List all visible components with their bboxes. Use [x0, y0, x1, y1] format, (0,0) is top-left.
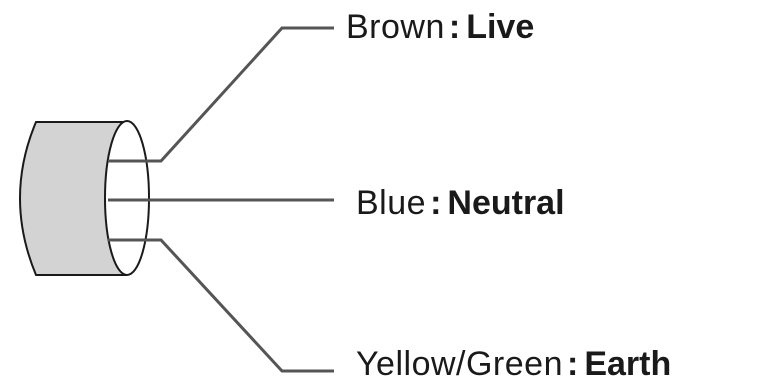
label-earth: Yellow/Green:Earth	[356, 347, 671, 381]
wire-colour-brown: Brown	[346, 8, 445, 46]
cable-end-face	[104, 120, 150, 276]
separator: :	[566, 345, 579, 383]
label-neutral: Blue:Neutral	[356, 186, 565, 220]
leader-line-earth	[108, 238, 334, 373]
separator: :	[430, 184, 442, 222]
label-live: Brown:Live	[346, 10, 534, 44]
separator: :	[448, 8, 461, 46]
cable-outline	[19, 121, 127, 276]
wire-role-neutral: Neutral	[447, 184, 565, 222]
cable-sheath	[20, 122, 127, 275]
wire-role-earth: Earth	[584, 345, 672, 383]
wire-colour-blue: Blue	[356, 184, 427, 222]
leader-line-live	[108, 26, 334, 163]
wire-role-live: Live	[466, 8, 535, 46]
wire-colour-yellow-green: Yellow/Green	[356, 345, 563, 383]
